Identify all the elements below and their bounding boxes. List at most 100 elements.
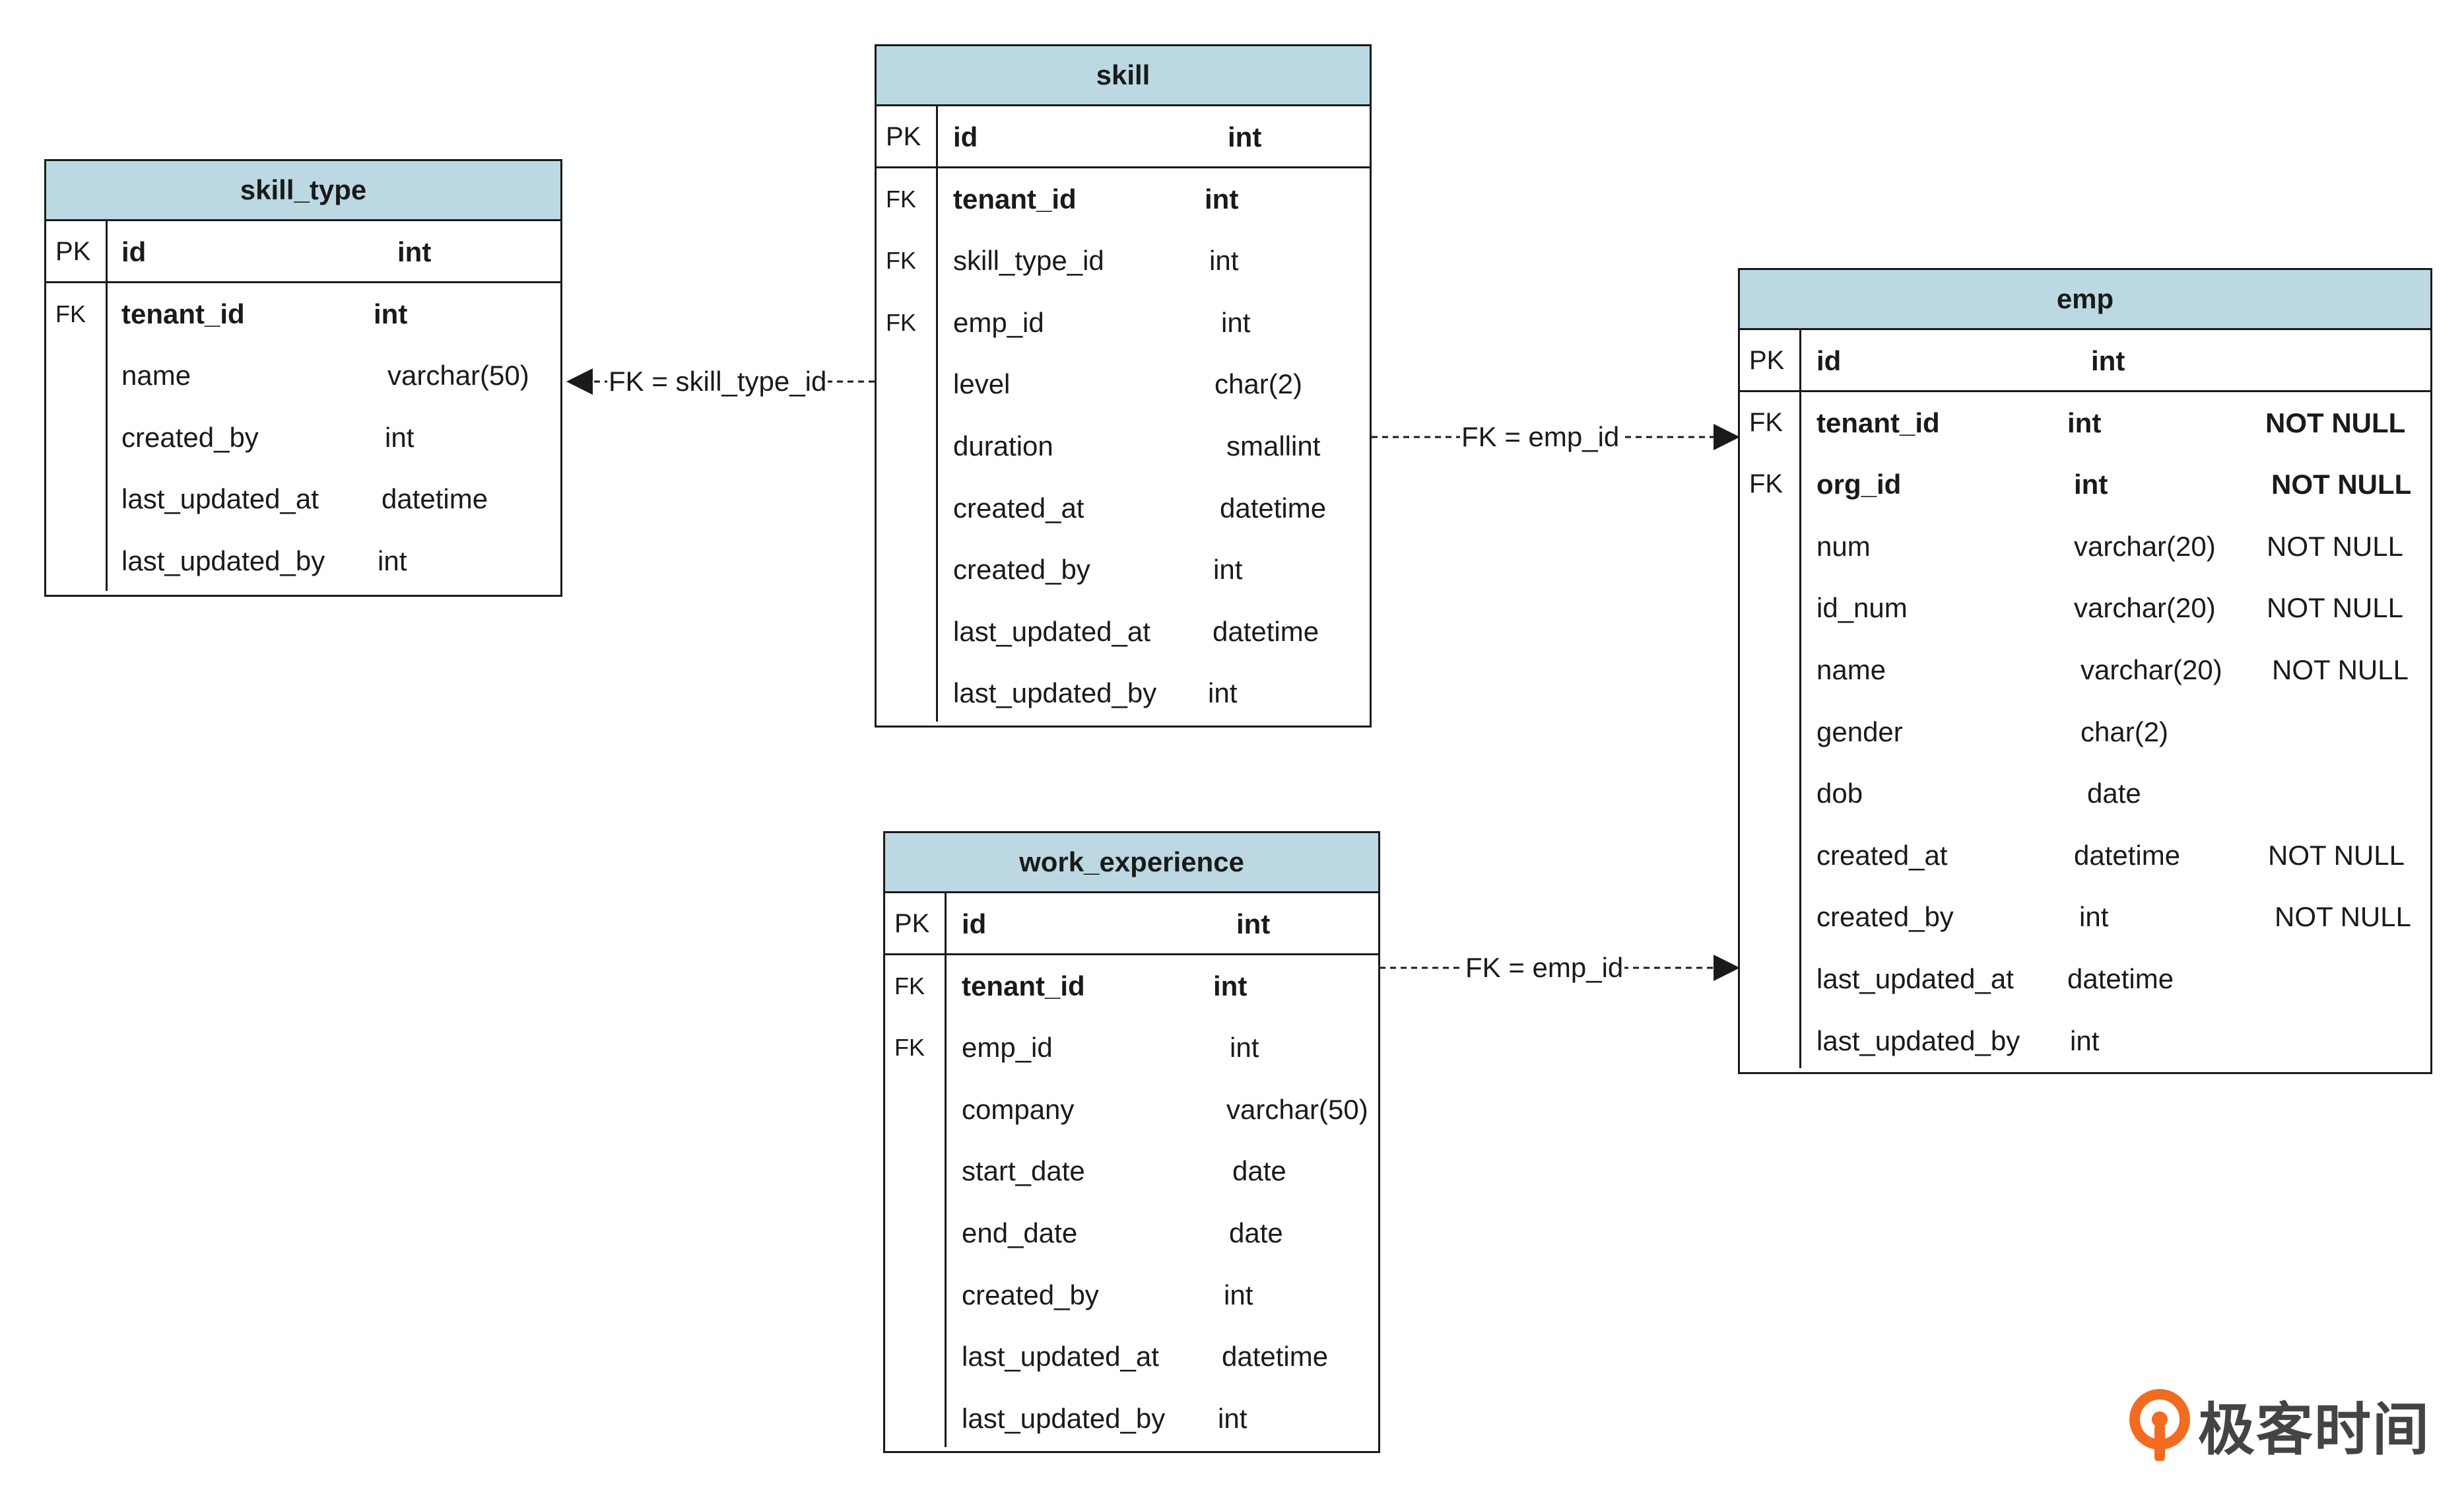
entity-title: skill_type (46, 161, 560, 221)
field-row: FK org_id int NOT NULL (1740, 454, 2430, 516)
field-row: last_updated_by int (877, 662, 1370, 724)
entity-title: emp (1740, 270, 2430, 330)
field-type: int (2070, 1025, 2100, 1056)
field-constraint: NOT NULL (2272, 654, 2409, 685)
key-marker: FK (1749, 407, 1783, 437)
field-type: int (374, 298, 408, 329)
field-name: org_id (1816, 469, 1902, 500)
field-row: PK id int (885, 893, 1378, 955)
field-name: created_by (121, 421, 259, 453)
field-row: gender char(2) (1740, 701, 2430, 763)
field-name: last_updated_by (962, 1402, 1166, 1434)
rel-arrowhead-emp-1 (1714, 424, 1740, 450)
field-type: datetime (1220, 492, 1327, 524)
field-type: date (2087, 778, 2141, 809)
entity-work_experience[interactable]: work_experience PK id int FK tenant_id i… (883, 831, 1380, 1453)
field-row: PK id int (46, 221, 560, 283)
field-name: tenant_id (121, 298, 245, 329)
field-name: id (121, 236, 147, 267)
field-type: int (2079, 901, 2109, 933)
field-type: datetime (2074, 839, 2181, 871)
rel-label-skill_type_id: FK = skill_type_id (607, 366, 828, 397)
field-name: emp_id (962, 1032, 1053, 1064)
field-name: duration (953, 430, 1053, 461)
field-row: last_updated_at datetime (46, 468, 560, 530)
field-name: tenant_id (953, 183, 1077, 215)
field-type: smallint (1226, 430, 1321, 461)
field-row: level char(2) (877, 353, 1370, 415)
field-type: int (2074, 469, 2108, 500)
field-constraint: NOT NULL (2271, 469, 2412, 500)
entity-title: work_experience (885, 833, 1378, 893)
key-marker: FK (886, 185, 917, 213)
key-marker: FK (894, 972, 925, 1000)
geektime-logo-icon (2129, 1388, 2190, 1461)
field-name: name (1816, 654, 1886, 685)
field-row: id_num varchar(20) NOT NULL (1740, 577, 2430, 639)
field-row: created_at datetime NOT NULL (1740, 825, 2430, 887)
field-type: int (1205, 183, 1239, 215)
field-type: datetime (2067, 963, 2174, 994)
key-column-divider (106, 221, 108, 591)
field-name: num (1816, 530, 1871, 562)
field-row: FK tenant_id int NOT NULL (1740, 392, 2430, 454)
field-type: date (1229, 1217, 1283, 1248)
field-name: name (121, 360, 191, 391)
entity-emp[interactable]: emp PK id int FK tenant_id int NOT NULL … (1738, 268, 2432, 1074)
field-name: dob (1816, 778, 1863, 809)
field-row: name varchar(50) (46, 345, 560, 407)
field-name: company (962, 1093, 1075, 1125)
key-marker: PK (1749, 346, 1785, 375)
field-row: created_by int (46, 407, 560, 469)
field-row: FK tenant_id int (46, 283, 560, 345)
field-name: last_updated_by (121, 545, 325, 576)
entity-skill_type[interactable]: skill_type PK id int FK tenant_id int na… (44, 159, 562, 597)
field-type: int (2091, 345, 2125, 376)
field-type: varchar(20) (2074, 530, 2216, 562)
field-type: varchar(20) (2081, 654, 2222, 685)
field-type: varchar(50) (387, 360, 529, 391)
entity-skill[interactable]: skill PK id int FK tenant_id int FK skil… (875, 44, 1372, 728)
field-name: emp_id (953, 306, 1044, 338)
field-row: FK emp_id int (877, 292, 1370, 354)
field-type: varchar(20) (2074, 592, 2216, 624)
field-row: last_updated_at datetime (877, 601, 1370, 663)
geektime-logo-text: 极客时间 (2198, 1397, 2430, 1463)
field-name: gender (1816, 716, 1903, 747)
field-name: created_at (953, 492, 1084, 524)
key-marker: PK (55, 237, 91, 266)
field-type: char(2) (1215, 368, 1303, 400)
key-column-divider (945, 893, 947, 1447)
field-name: last_updated_at (962, 1341, 1159, 1373)
field-row: name varchar(20) NOT NULL (1740, 639, 2430, 701)
field-name: id (962, 908, 987, 939)
field-row: created_at datetime (877, 477, 1370, 539)
field-row: last_updated_by int (46, 530, 560, 592)
field-row: end_date date (885, 1202, 1378, 1264)
field-name: created_by (953, 554, 1090, 586)
field-name: start_date (962, 1155, 1085, 1187)
field-row: created_by int (877, 539, 1370, 601)
field-name: created_at (1816, 839, 1948, 871)
field-name: skill_type_id (953, 245, 1104, 277)
field-row: duration smallint (877, 415, 1370, 477)
field-type: int (1218, 1402, 1248, 1434)
field-row: last_updated_by int (885, 1388, 1378, 1450)
field-type: int (378, 545, 407, 576)
key-marker: PK (886, 122, 921, 151)
field-type: int (397, 236, 432, 267)
entity-title: skill (877, 46, 1370, 106)
field-name: id (1816, 345, 1842, 376)
field-type: int (385, 421, 415, 453)
field-row: created_by int NOT NULL (1740, 886, 2430, 948)
field-constraint: NOT NULL (2267, 530, 2403, 562)
rel-arrowhead-skill_type (566, 368, 593, 395)
field-type: int (1224, 1279, 1253, 1310)
field-row: last_updated_at datetime (885, 1326, 1378, 1388)
key-column-divider (1799, 330, 1801, 1068)
field-row: FK tenant_id int (877, 168, 1370, 230)
field-row: dob date (1740, 763, 2430, 825)
field-constraint: NOT NULL (2268, 839, 2405, 871)
field-constraint: NOT NULL (2275, 901, 2411, 933)
field-type: date (1232, 1155, 1286, 1187)
